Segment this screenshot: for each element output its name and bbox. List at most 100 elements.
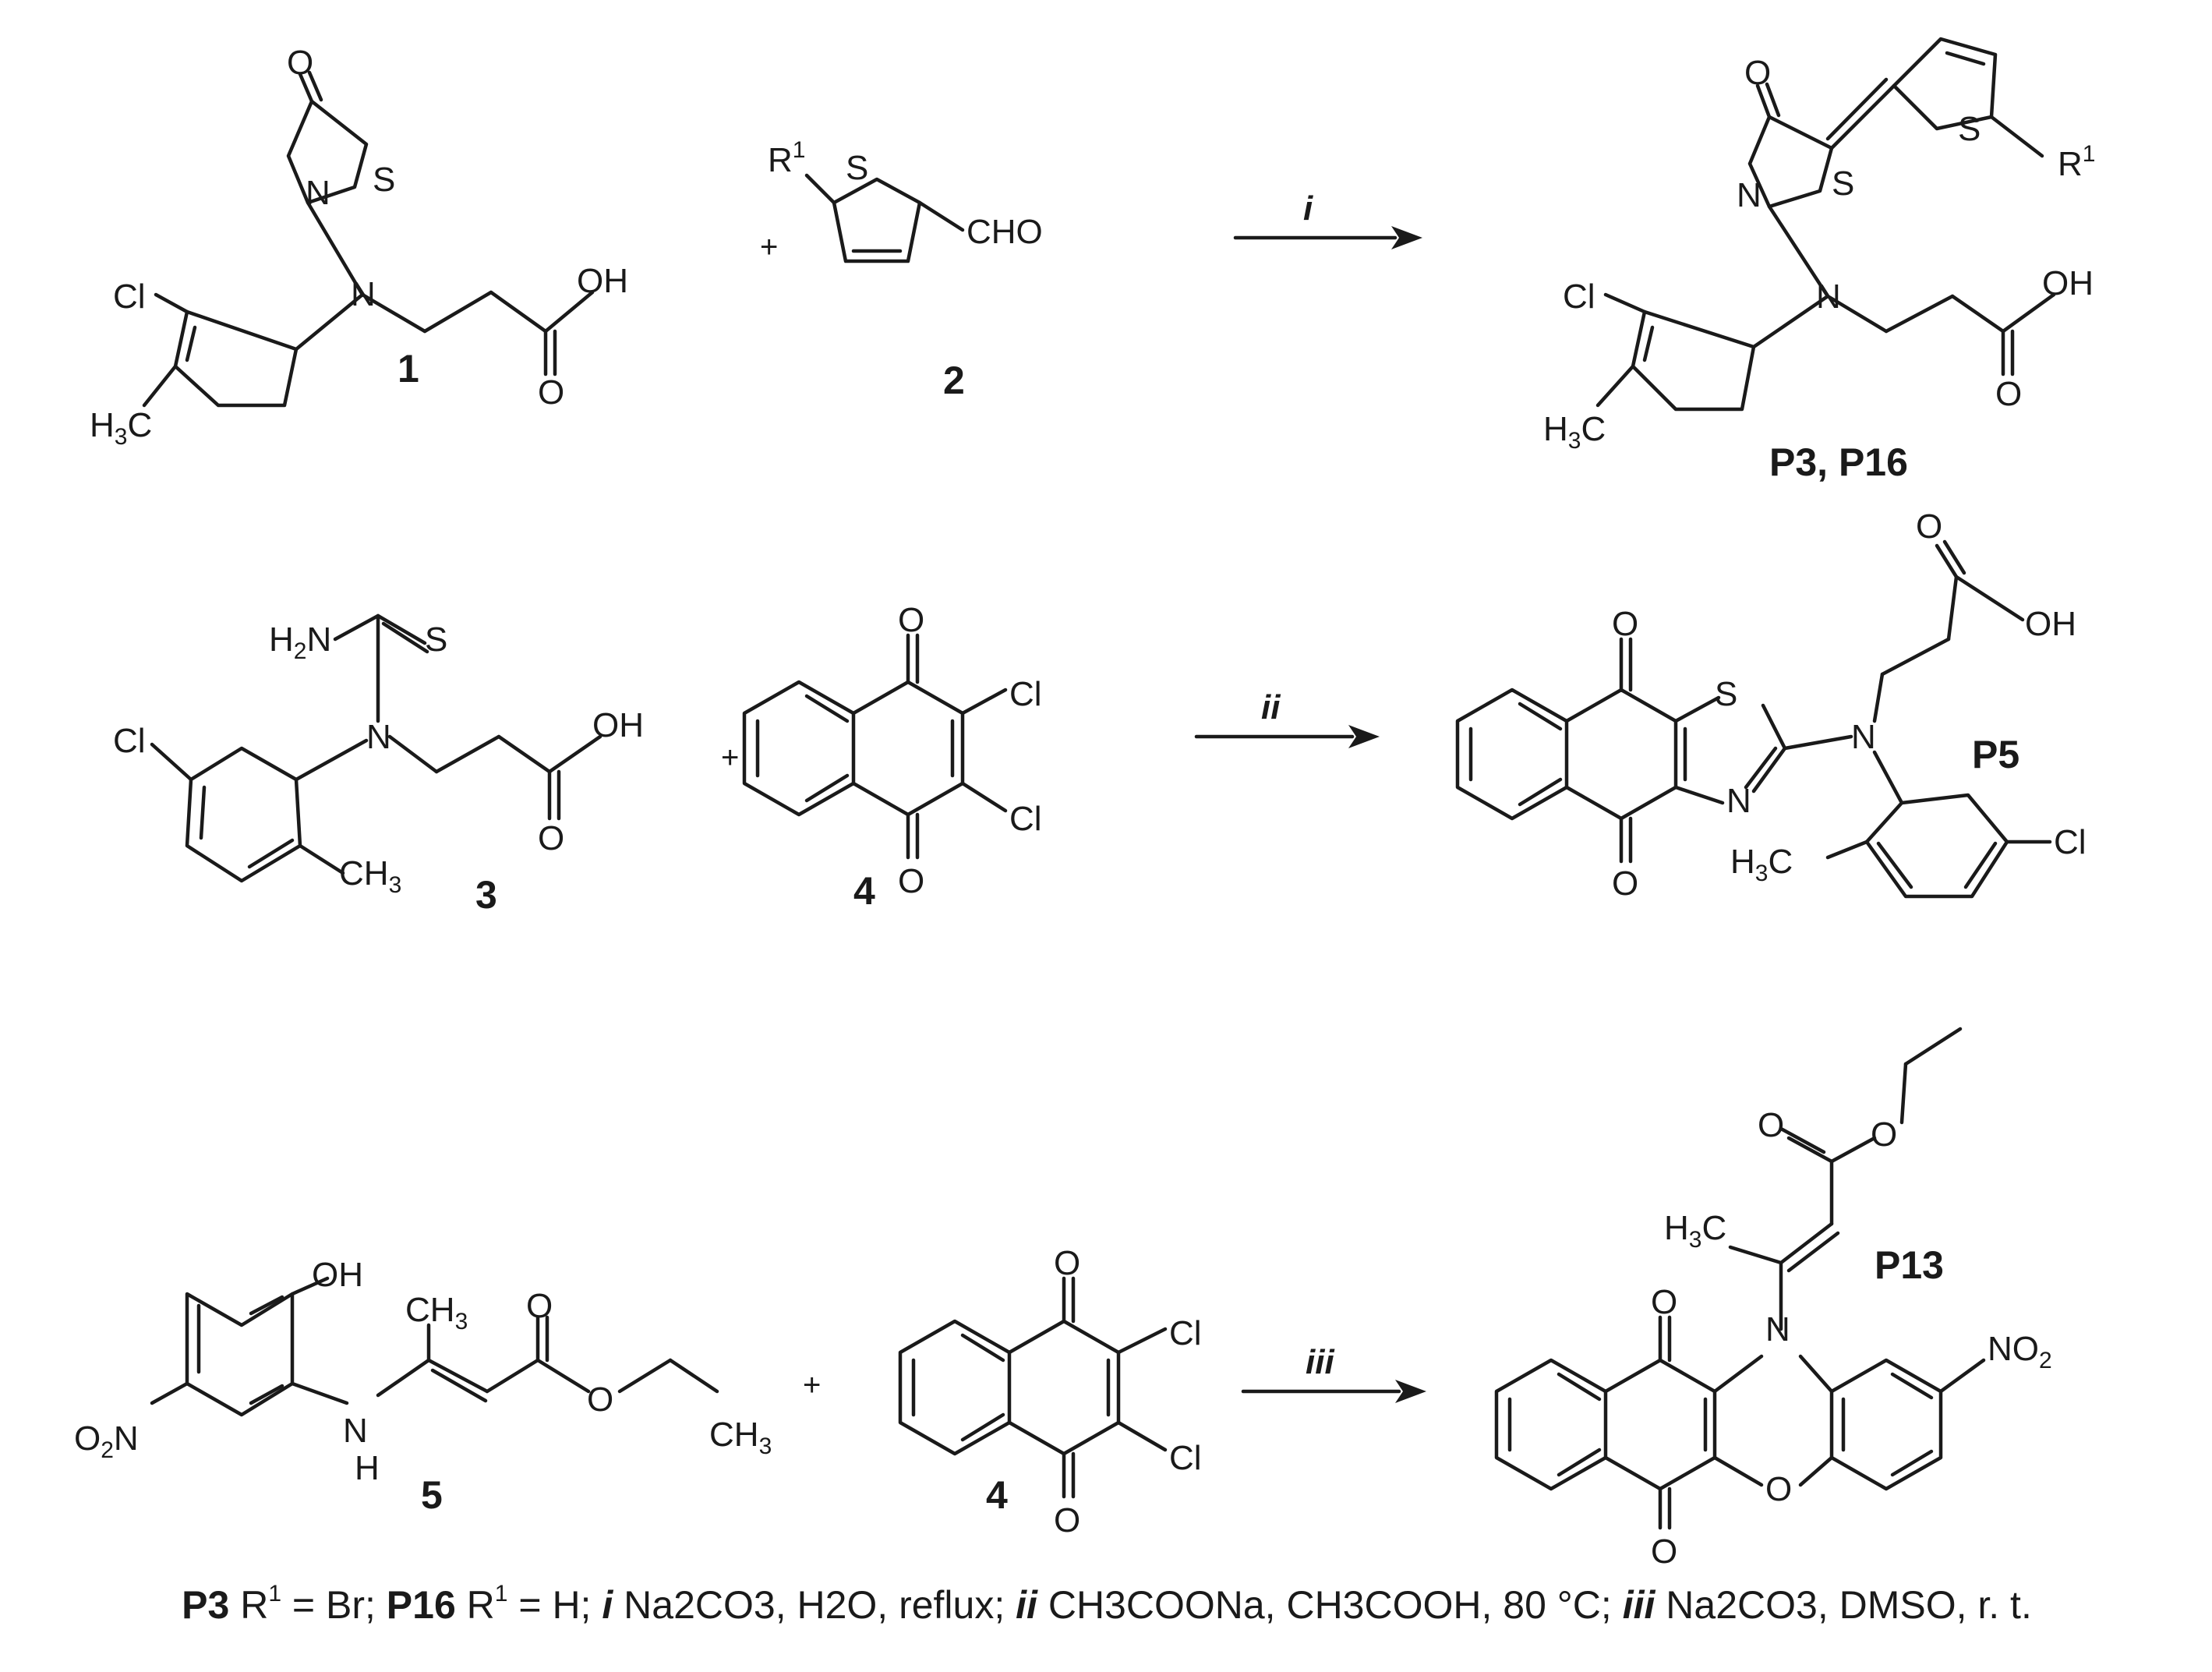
atom-n: N [366, 718, 391, 756]
compound-label-5: 5 [421, 1473, 443, 1517]
atom-r1: R1 [768, 137, 805, 179]
atom-o: O [898, 862, 924, 900]
atom-o: O [538, 373, 564, 412]
footnote-r1-h: = H; [518, 1583, 592, 1627]
atom-o: O [1612, 864, 1638, 903]
footnote-condition-iii: Na2CO3, DMSO, r. t. [1666, 1583, 2032, 1627]
scheme-footnote: P3 R1 = Br; P16 R1 = H; i Na2CO3, H2O, r… [182, 1581, 2032, 1628]
atom-oh: OH [2042, 264, 2094, 302]
atom-o: O [1612, 605, 1638, 643]
atom-cl: Cl [1169, 1439, 1202, 1477]
plus-sign: + [760, 230, 778, 264]
compound-5-structure [150, 1276, 719, 1417]
condition-iii: iii [1306, 1343, 1334, 1381]
atom-oh: OH [2025, 605, 2076, 643]
product-p5-structure [1455, 539, 2052, 899]
compound-1-structure [142, 70, 595, 408]
plus-sign: + [803, 1368, 821, 1402]
footnote-p3: P3 [182, 1583, 230, 1627]
compound-label-1: 1 [398, 347, 419, 391]
atom-o: O [1651, 1532, 1677, 1571]
atom-cl: Cl [113, 722, 146, 760]
compound-label-2: 2 [943, 359, 965, 402]
atom-h3c: H3C [1664, 1209, 1726, 1253]
atom-o: O [538, 819, 564, 857]
compound-3-structure [150, 613, 602, 883]
compound-2-structure [804, 173, 965, 263]
atom-ch3: CH3 [709, 1416, 772, 1459]
atom-n: N [1737, 176, 1761, 214]
atom-h2n: H2N [269, 620, 331, 664]
compound-label-4: 4 [853, 869, 875, 913]
atom-s: S [1958, 110, 1981, 148]
atom-o: O [287, 44, 313, 82]
atom-n: N [306, 174, 330, 212]
atom-n: N [351, 275, 376, 313]
footnote-label-iii: iii [1622, 1583, 1655, 1627]
compound-label-4: 4 [986, 1473, 1008, 1517]
atom-n: N [1726, 782, 1751, 820]
atom-ch3: CH3 [405, 1291, 468, 1334]
atom-o: O [1765, 1470, 1792, 1508]
condition-i: i [1303, 189, 1313, 228]
atom-o: O [1758, 1106, 1784, 1144]
plus-sign: + [721, 741, 739, 775]
atom-nh: N [343, 1412, 368, 1450]
atom-n: N [1816, 277, 1841, 316]
atom-o: O [1054, 1501, 1080, 1539]
arrow-head [1391, 226, 1422, 249]
atom-r1: R1 [2058, 141, 2095, 183]
footnote-r1-br: = Br; [292, 1583, 376, 1627]
compound-label-p5: P5 [1972, 733, 2019, 776]
atom-cl: Cl [1169, 1314, 1202, 1352]
atom-o2n: O2N [74, 1419, 139, 1463]
atom-o: O [587, 1380, 613, 1419]
atom-no2: NO2 [1988, 1330, 2052, 1373]
footnote-label-ii: ii [1016, 1583, 1037, 1627]
atom-cl: Cl [1009, 800, 1042, 838]
atom-o: O [1054, 1244, 1080, 1282]
footnote-condition-i: Na2CO3, H2O, reflux; [624, 1583, 1005, 1627]
atom-s: S [1715, 675, 1737, 713]
footnote-condition-ii: CH3COONa, CH3COOH, 80 °C; [1048, 1583, 1612, 1627]
atom-o: O [1871, 1115, 1897, 1154]
atom-cl: Cl [113, 277, 146, 316]
atom-n: N [1765, 1310, 1790, 1349]
atom-cl: Cl [1009, 675, 1042, 713]
atom-o: O [1744, 54, 1771, 92]
compound-label-3: 3 [475, 873, 497, 917]
atom-s: S [425, 620, 447, 659]
atom-s: S [1832, 164, 1854, 203]
condition-ii: ii [1261, 688, 1281, 726]
atom-s: S [846, 149, 868, 187]
atom-oh: OH [312, 1256, 363, 1294]
atom-h3c: H3C [1730, 843, 1793, 886]
compound-4-structure [898, 1276, 1168, 1499]
footnote-label-i: i [602, 1583, 613, 1627]
arrow-head [1395, 1380, 1426, 1403]
product-p13-structure [1494, 1027, 1986, 1530]
atom-oh: OH [577, 262, 628, 300]
compound-label-p3-p16: P3, P16 [1769, 440, 1908, 484]
atom-cl: Cl [2054, 823, 2087, 861]
atom-o: O [898, 601, 924, 639]
atom-cl: Cl [1563, 277, 1595, 316]
atom-h3c: H3C [90, 406, 152, 450]
atom-oh: OH [592, 706, 644, 744]
compound-4-structure [742, 633, 1008, 860]
atom-s: S [373, 161, 395, 199]
atom-cho: CHO [966, 213, 1043, 251]
atom-o: O [1651, 1283, 1677, 1321]
compound-label-p13: P13 [1875, 1243, 1944, 1287]
arrow-head [1348, 725, 1380, 748]
atom-nh: H [355, 1449, 380, 1487]
atom-o: O [1995, 375, 2022, 413]
atom-ch3: CH3 [339, 854, 401, 898]
footnote-p16: P16 [386, 1583, 456, 1627]
atom-h3c: H3C [1543, 410, 1606, 454]
atom-o: O [526, 1287, 553, 1325]
atom-n: N [1851, 718, 1876, 756]
atom-o: O [1916, 507, 1942, 546]
product-p3-p16-structure [1595, 37, 2056, 412]
